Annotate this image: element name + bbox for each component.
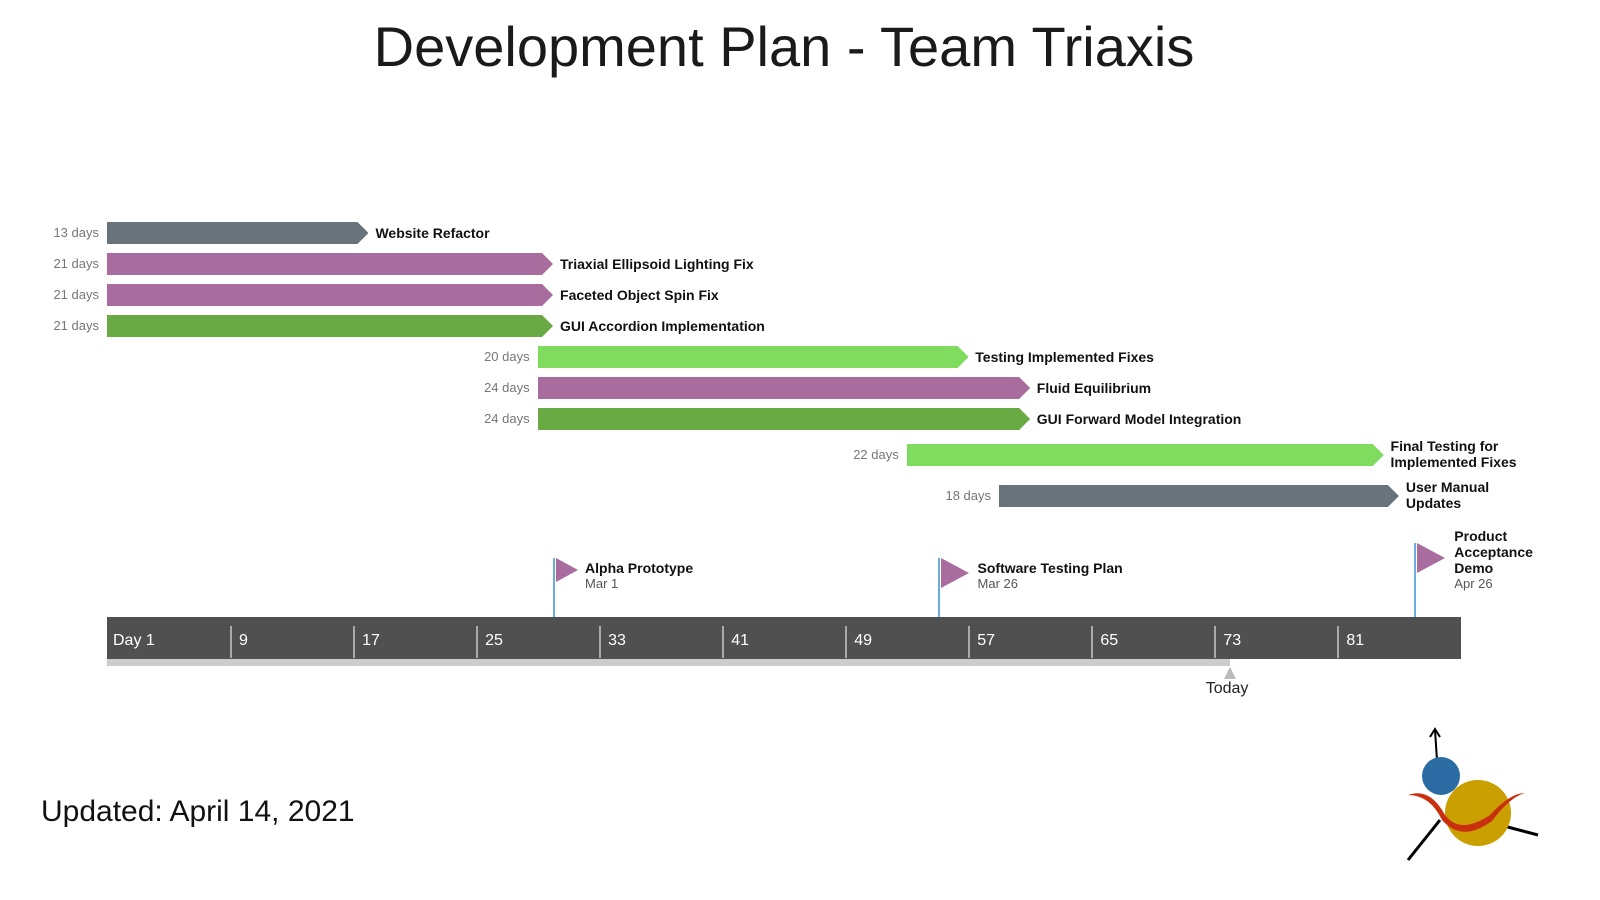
task-duration: 24 days	[484, 411, 530, 426]
milestone-date: Mar 1	[585, 576, 619, 591]
milestone-line	[937, 558, 940, 617]
task-duration: 20 days	[484, 349, 530, 364]
task-label: Faceted Object Spin Fix	[560, 287, 719, 303]
milestone-line	[553, 558, 556, 617]
task-label: Testing Implemented Fixes	[975, 349, 1154, 365]
timeline-axis	[107, 617, 1461, 659]
axis-tick: 33	[599, 626, 626, 658]
task-bar[interactable]	[537, 346, 969, 368]
milestone-title: Software Testing Plan	[977, 560, 1123, 576]
axis-tick: 9	[230, 626, 248, 658]
task-label: Fluid Equilibrium	[1036, 380, 1152, 396]
task-duration: 21 days	[53, 287, 99, 302]
task-bar[interactable]	[999, 485, 1399, 507]
task-label: Final Testing for Implemented Fixes	[1390, 438, 1517, 470]
task-label: Website Refactor	[375, 225, 490, 241]
milestone-date: Apr 26	[1454, 576, 1493, 591]
task-bar[interactable]	[537, 408, 1030, 430]
task-bar[interactable]	[107, 315, 554, 337]
task-duration: 21 days	[53, 256, 99, 271]
task-duration: 24 days	[484, 380, 530, 395]
progress-bar	[107, 659, 1230, 666]
axis-tick: 25	[476, 626, 503, 658]
task-label: Triaxial Ellipsoid Lighting Fix	[560, 256, 754, 272]
axis-tick: 81	[1337, 626, 1364, 658]
task-duration: 18 days	[945, 488, 992, 503]
task-bar[interactable]	[107, 222, 369, 244]
milestone-title: Product Acceptance Demo	[1454, 528, 1533, 576]
task-bar[interactable]	[107, 253, 554, 275]
milestone-flag-icon[interactable]	[556, 558, 579, 582]
milestone-date: Mar 26	[977, 576, 1018, 591]
axis-tick: 17	[353, 626, 380, 658]
milestone-flag-icon[interactable]	[1417, 543, 1446, 573]
milestone-line	[1414, 543, 1417, 617]
task-duration: 22 days	[853, 447, 899, 462]
page-title: Development Plan - Team Triaxis	[373, 15, 1195, 78]
axis-tick: 49	[845, 626, 872, 658]
task-bar[interactable]	[906, 444, 1384, 466]
task-duration: 13 days	[53, 225, 99, 240]
milestone-title: Alpha Prototype	[585, 560, 694, 576]
task-label: GUI Accordion Implementation	[560, 318, 765, 334]
task-label: GUI Forward Model Integration	[1036, 411, 1242, 427]
updated-date: Updated: April 14, 2021	[41, 795, 355, 828]
axis-tick: 41	[722, 626, 749, 658]
today-marker-icon	[1223, 667, 1236, 679]
task-duration: 21 days	[53, 318, 99, 333]
today-label: Today	[1205, 680, 1249, 697]
axis-tick: 65	[1091, 626, 1118, 658]
axis-tick: Day 1	[113, 632, 155, 649]
milestone-flag-icon[interactable]	[940, 558, 969, 588]
axis-tick: 73	[1214, 626, 1241, 658]
axis-tick: 57	[968, 626, 995, 658]
task-bar[interactable]	[537, 377, 1030, 399]
task-label: User Manual Updates	[1405, 479, 1490, 511]
task-bar[interactable]	[107, 284, 554, 306]
triaxis-logo-icon	[1406, 727, 1539, 861]
